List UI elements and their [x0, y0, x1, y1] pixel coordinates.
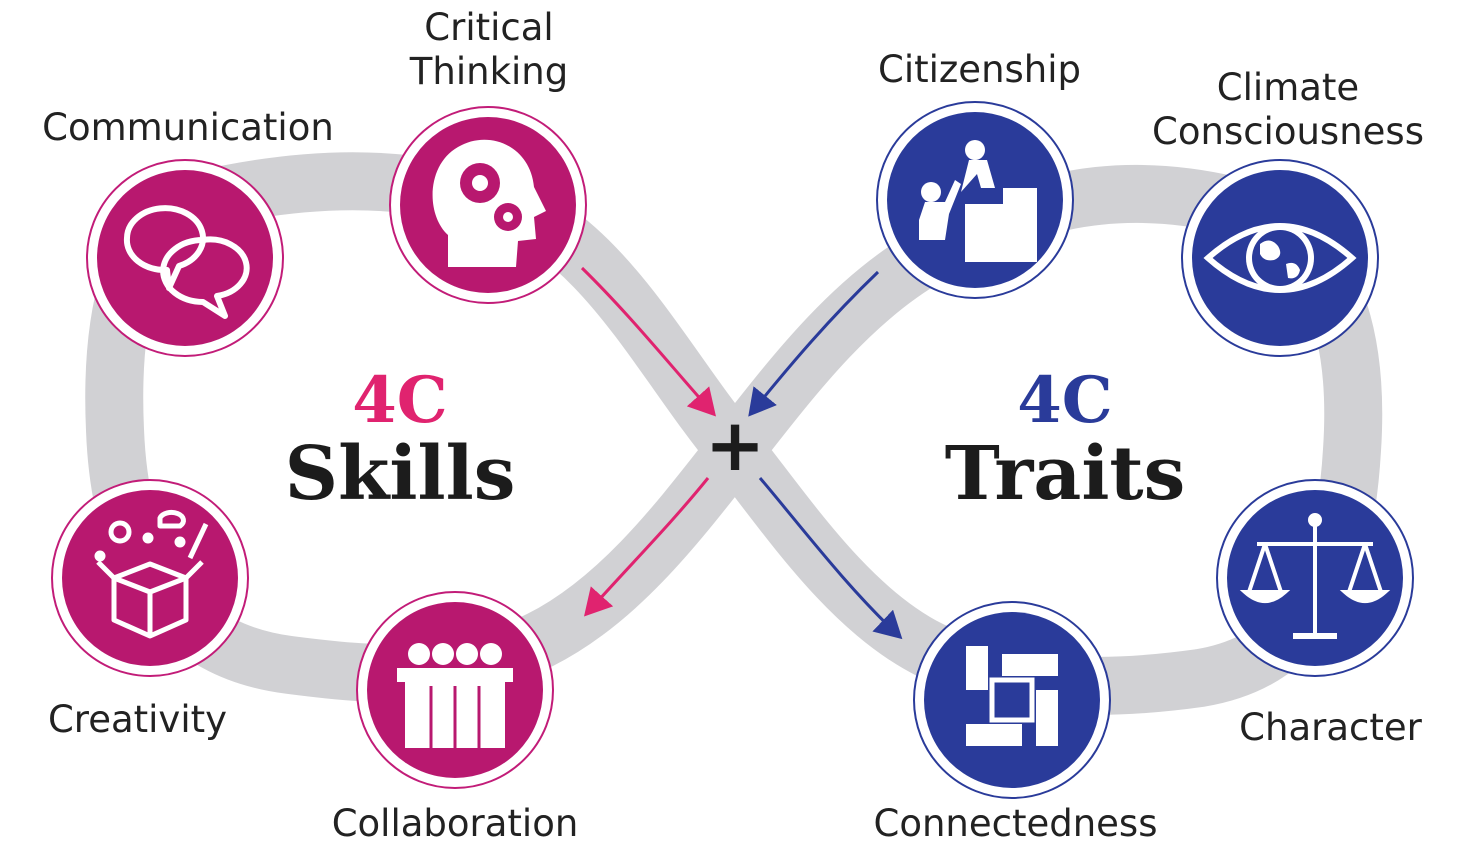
label-climate-consciousness: Climate Consciousness: [1152, 66, 1424, 153]
skills-title-word: Skills: [284, 431, 516, 517]
traits-title: 4C Traits: [935, 363, 1195, 517]
node-collaboration: [356, 591, 554, 789]
node-critical-thinking: [389, 106, 587, 304]
speech-bubbles-icon: [123, 205, 250, 319]
node-creativity: [51, 479, 249, 677]
plus-sign: +: [705, 403, 765, 487]
arrow-citizenship-to-center: [748, 270, 880, 417]
traits-title-4c: 4C: [1017, 363, 1113, 438]
scales-icon: [1239, 513, 1391, 639]
group-people-icon: [397, 643, 513, 748]
label-citizenship: Citizenship: [877, 48, 1082, 91]
label-collaboration: Collaboration: [331, 802, 579, 845]
node-citizenship: [876, 101, 1074, 299]
label-critical-thinking: Critical Thinking: [409, 6, 569, 93]
head-gears-icon: [432, 139, 546, 267]
eye-globe-icon: [1203, 223, 1357, 293]
node-character: [1216, 479, 1414, 677]
open-box-ideas-icon: [94, 509, 209, 639]
label-creativity: Creativity: [47, 698, 228, 741]
arrow-center-to-connectedness: [758, 477, 903, 640]
label-connectedness: Connectedness: [873, 802, 1158, 845]
traits-title-word: Traits: [944, 431, 1186, 517]
label-character: Character: [1239, 706, 1422, 749]
arrow-critical-to-center: [580, 266, 716, 417]
skills-title: 4C Skills: [280, 363, 520, 517]
arrow-center-to-collaboration: [584, 477, 710, 617]
linked-hands-icon: [966, 646, 1058, 746]
label-communication: Communication: [42, 106, 334, 149]
node-communication: [86, 159, 284, 357]
node-connectedness: [913, 601, 1111, 799]
node-climate-consciousness: [1181, 159, 1379, 357]
skills-title-4c: 4C: [352, 363, 448, 438]
helping-hand-climb-icon: [919, 140, 1037, 262]
